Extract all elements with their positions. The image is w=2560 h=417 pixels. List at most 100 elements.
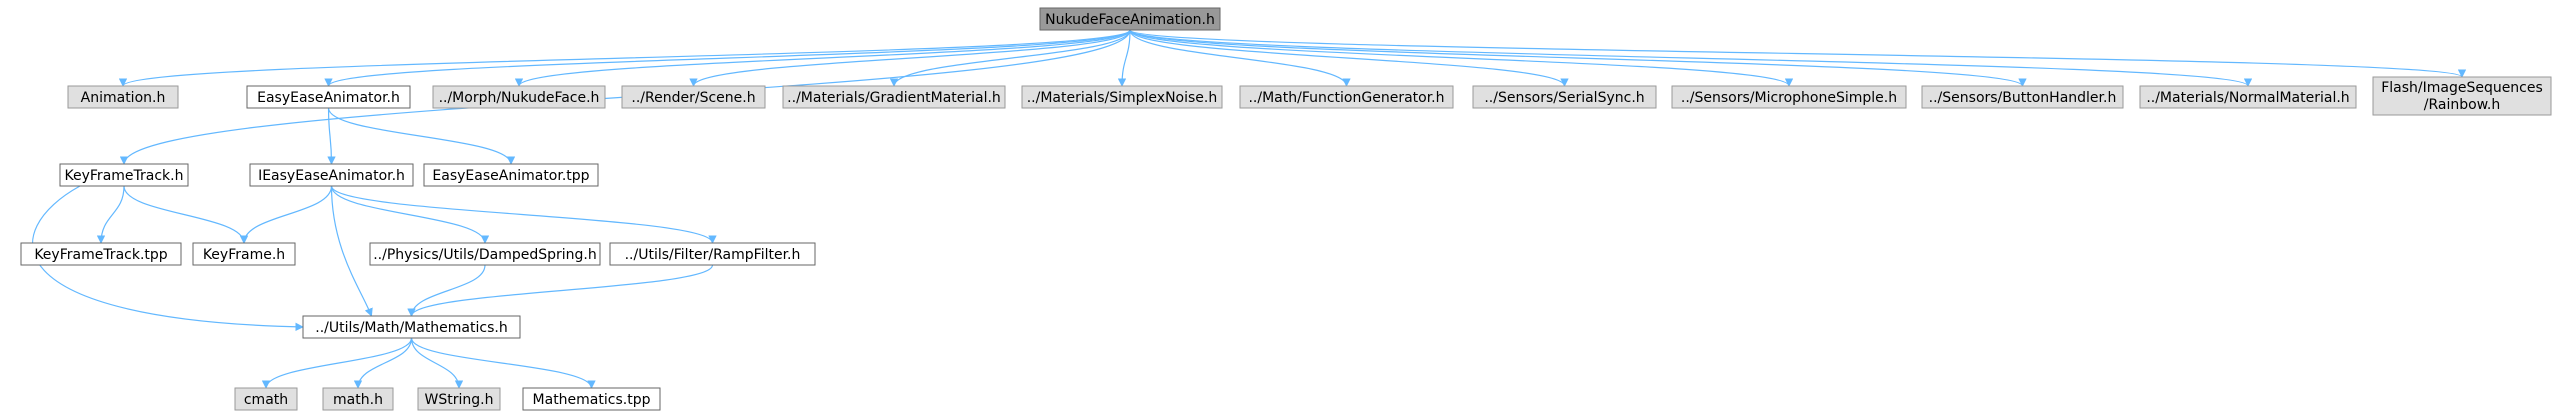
node-label: ../Morph/NukudeFace.h xyxy=(439,90,600,106)
node-box xyxy=(369,242,601,266)
node-box xyxy=(609,242,816,266)
node-box xyxy=(1921,85,2124,109)
node-root: NukudeFaceAnimation.h xyxy=(1039,7,1221,31)
node-box xyxy=(782,85,1006,109)
node-morph: ../Morph/NukudeFace.h xyxy=(432,85,606,109)
node-cmath: cmath xyxy=(234,387,298,411)
node-mathh: math.h xyxy=(322,387,394,411)
node-box xyxy=(1239,85,1454,109)
node-label: ../Materials/NormalMaterial.h xyxy=(2146,90,2349,106)
node-box xyxy=(322,387,394,411)
node-box xyxy=(246,85,411,109)
node-label: ../Utils/Filter/RampFilter.h xyxy=(625,247,801,263)
node-box xyxy=(1671,85,1907,109)
node-mathematics[interactable]: ../Utils/Math/Mathematics.h xyxy=(302,315,521,339)
node-label: ../Physics/Utils/DampedSpring.h xyxy=(373,247,597,263)
node-label: EasyEaseAnimator.h xyxy=(257,90,400,106)
edge-ieasyease-to-damped xyxy=(330,185,490,244)
node-box xyxy=(67,85,179,109)
edge-keyframetrack-to-keyframetracktpp xyxy=(96,185,125,244)
node-label: ../Utils/Math/Mathematics.h xyxy=(315,320,507,336)
node-label: EasyEaseAnimator.tpp xyxy=(432,168,589,184)
edge-root-to-morph xyxy=(514,29,1131,87)
node-gradient: ../Materials/GradientMaterial.h xyxy=(782,85,1006,109)
node-box xyxy=(249,163,414,187)
node-label: Mathematics.tpp xyxy=(533,392,651,408)
node-label: ../Math/FunctionGenerator.h xyxy=(1248,90,1444,106)
node-box xyxy=(1039,7,1221,31)
node-box xyxy=(417,387,501,411)
edge-root-to-rainbow xyxy=(1129,29,2466,78)
node-label-line2: /Rainbow.h xyxy=(2424,97,2500,113)
node-box xyxy=(621,85,766,109)
node-normal: ../Materials/NormalMaterial.h xyxy=(2139,85,2357,109)
edge-keyframetrack-to-mathematics xyxy=(31,185,304,332)
node-microphone: ../Sensors/MicrophoneSimple.h xyxy=(1671,85,1907,109)
edge-keyframetrack-to-keyframe xyxy=(123,185,249,244)
node-label: KeyFrameTrack.h xyxy=(65,168,184,184)
node-simplex: ../Materials/SimplexNoise.h xyxy=(1021,85,1223,109)
edge-root-to-button xyxy=(1129,29,2027,87)
node-serialsync: ../Sensors/SerialSync.h xyxy=(1472,85,1657,109)
edge-root-to-animation xyxy=(119,29,1131,87)
node-label: ../Render/Scene.h xyxy=(631,90,755,106)
node-keyframe[interactable]: KeyFrame.h xyxy=(192,242,296,266)
node-label: NukudeFaceAnimation.h xyxy=(1045,12,1215,28)
edge-ieasyease-to-ramp xyxy=(330,185,717,244)
edge-mathematics-to-wstring xyxy=(410,337,464,389)
edge-root-to-serialsync xyxy=(1129,29,1569,87)
node-label: cmath xyxy=(244,392,288,408)
node-box xyxy=(522,387,661,411)
edge-mathematics-to-cmath xyxy=(261,337,413,389)
edge-ramp-to-mathematics xyxy=(407,264,714,317)
node-label: Animation.h xyxy=(81,90,166,106)
node-ramp[interactable]: ../Utils/Filter/RampFilter.h xyxy=(609,242,816,266)
node-label: KeyFrameTrack.tpp xyxy=(34,247,167,263)
edge-root-to-normal xyxy=(1129,29,2252,87)
edge-root-to-funcgen xyxy=(1129,29,1351,87)
node-label: WString.h xyxy=(425,392,494,408)
node-box xyxy=(432,85,606,109)
node-keyframetracktpp[interactable]: KeyFrameTrack.tpp xyxy=(20,242,182,266)
edge-easyease-to-easyeasetpp xyxy=(327,107,516,165)
node-label: ../Materials/GradientMaterial.h xyxy=(787,90,1001,106)
node-label: math.h xyxy=(333,392,383,408)
node-keyframetrack[interactable]: KeyFrameTrack.h xyxy=(59,163,189,187)
node-scene: ../Render/Scene.h xyxy=(621,85,766,109)
edge-easyease-to-ieasyease xyxy=(327,107,336,165)
node-funcgen: ../Math/FunctionGenerator.h xyxy=(1239,85,1454,109)
node-box xyxy=(234,387,298,411)
node-box xyxy=(423,163,599,187)
node-easyease[interactable]: EasyEaseAnimator.h xyxy=(246,85,411,109)
node-label: Flash/ImageSequences xyxy=(2381,80,2543,96)
node-box xyxy=(2139,85,2357,109)
edge-root-to-microphone xyxy=(1129,29,1794,87)
node-box xyxy=(1472,85,1657,109)
edge-ieasyease-to-keyframe xyxy=(239,185,333,244)
edge-ieasyease-to-mathematics xyxy=(330,185,373,317)
node-easyeasetpp[interactable]: EasyEaseAnimator.tpp xyxy=(423,163,599,187)
node-box xyxy=(2372,76,2552,116)
node-wstring: WString.h xyxy=(417,387,501,411)
node-ieasyease[interactable]: IEasyEaseAnimator.h xyxy=(249,163,414,187)
node-animation: Animation.h xyxy=(67,85,179,109)
edge-root-to-simplex xyxy=(1117,29,1131,87)
edge-mathematics-to-mathtpp xyxy=(410,337,596,389)
node-button: ../Sensors/ButtonHandler.h xyxy=(1921,85,2124,109)
node-mathtpp[interactable]: Mathematics.tpp xyxy=(522,387,661,411)
node-box xyxy=(20,242,182,266)
node-label: IEasyEaseAnimator.h xyxy=(258,168,405,184)
node-label: ../Sensors/MicrophoneSimple.h xyxy=(1681,90,1897,106)
node-label: ../Sensors/SerialSync.h xyxy=(1484,90,1644,106)
node-box xyxy=(302,315,521,339)
node-box xyxy=(59,163,189,187)
edge-root-to-easyease xyxy=(324,29,1131,87)
node-box xyxy=(192,242,296,266)
node-rainbow: Flash/ImageSequences/Rainbow.h xyxy=(2372,76,2552,116)
node-damped[interactable]: ../Physics/Utils/DampedSpring.h xyxy=(369,242,601,266)
node-label: ../Materials/SimplexNoise.h xyxy=(1027,90,1218,106)
edge-root-to-scene xyxy=(689,29,1131,87)
edge-mathematics-to-mathh xyxy=(353,337,413,389)
